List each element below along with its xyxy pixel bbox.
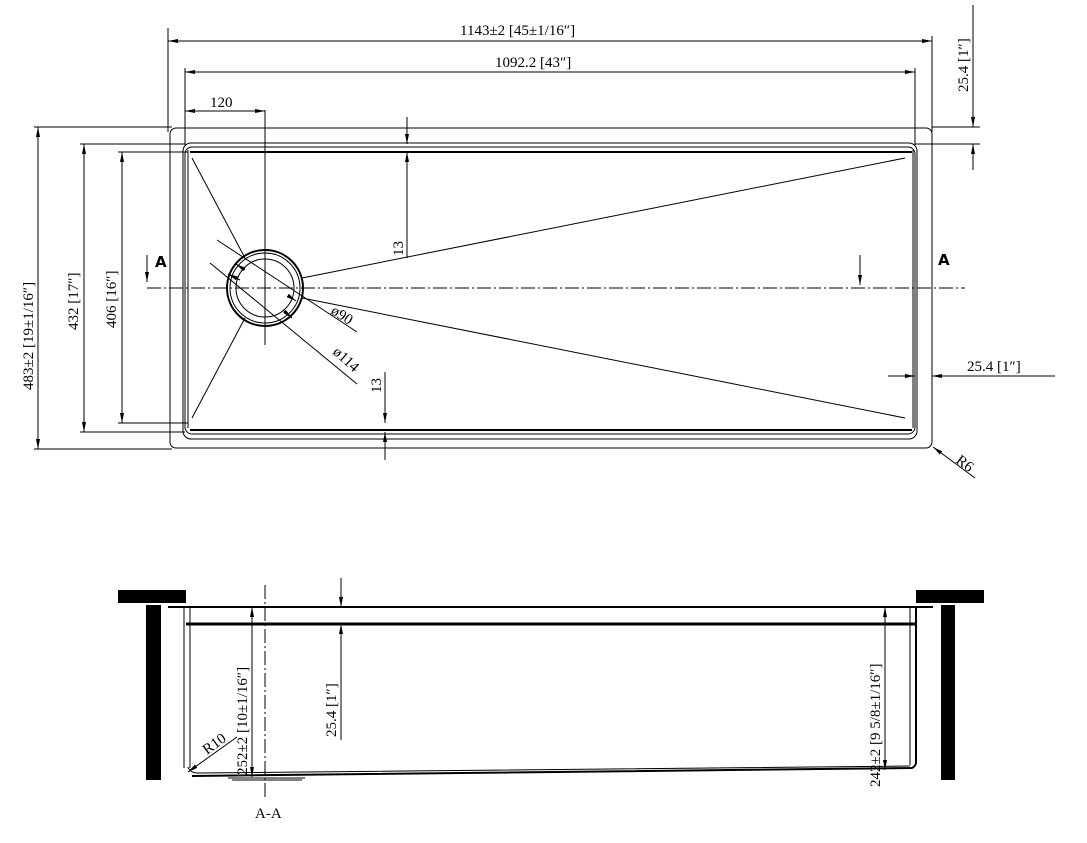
dim-height-432: 432 [17″] [66,273,82,331]
top-view: A A 1143±2 [45±1/16″] 1092.2 [43″] 120 2… [21,5,1055,479]
section-mark-right: A [938,251,950,269]
dim-ledge-depth: 25.4 [1″] [324,683,340,737]
countertop-right [916,590,984,603]
cabinet-wall-left [146,605,161,780]
dim-drain-outer: ø114 [329,344,362,376]
dim-slope-bottom: 13 [369,378,385,393]
countertop-left [118,590,186,603]
dim-drain-offset: 120 [210,95,233,111]
dim-overall-height: 483±2 [19±1/16″] [21,282,37,390]
dim-depth-left: 252±2 [10±1/16″] [235,667,251,775]
dim-height-406: 406 [16″] [104,271,120,329]
bowl-rim-mid [184,146,916,435]
bowl-rim-outer [182,142,918,440]
section-mark-left: A [155,253,167,271]
dim-inner-radius: R10 [200,731,230,759]
dim-bowl-width: 1092.2 [43″] [495,55,571,71]
section-view: 25.4 [1″] 252±2 [10±1/16″] 242±2 [9 5/8±… [118,578,984,822]
dim-corner-radius: R6 [953,452,977,476]
dim-depth-right: 242±2 [9 5/8±1/16″] [868,663,884,787]
dim-flange-right: 25.4 [1″] [967,359,1021,375]
dim-slope-top: 13 [391,241,407,256]
dim-drain-inner: ø90 [328,303,356,329]
dim-overall-width: 1143±2 [45±1/16″] [460,23,575,39]
cabinet-wall-right [941,605,955,780]
dim-flange-top: 25.4 [1″] [956,38,972,92]
section-label: A-A [255,806,282,822]
